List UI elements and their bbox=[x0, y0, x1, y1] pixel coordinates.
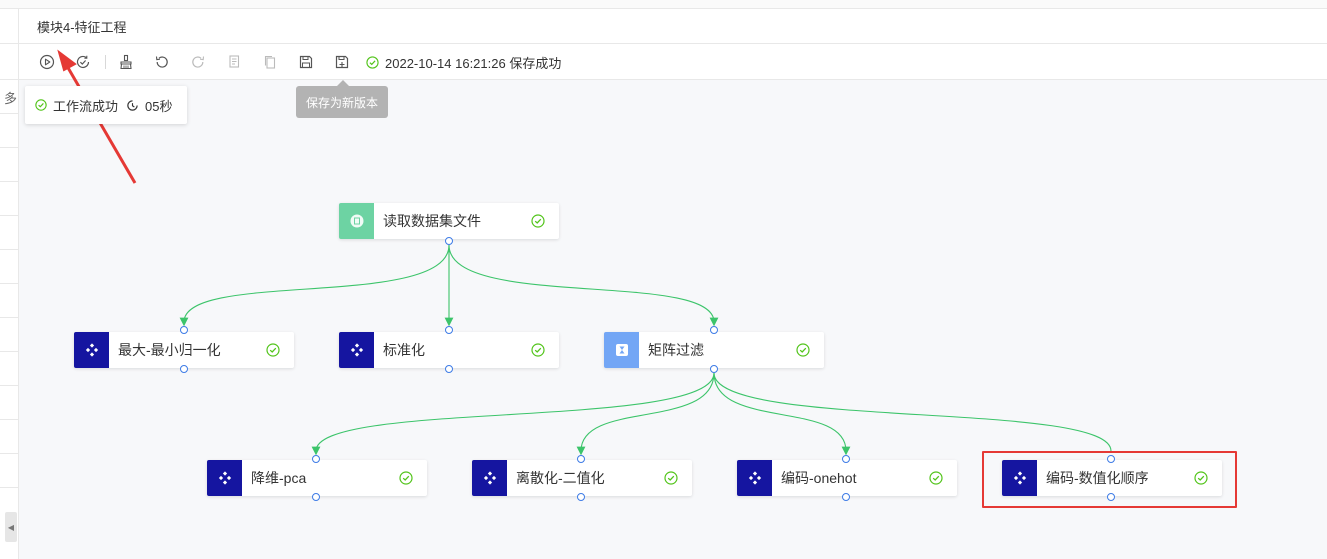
highlight-box bbox=[982, 451, 1237, 508]
node-label: 编码-onehot bbox=[781, 470, 857, 486]
validate-button[interactable] bbox=[74, 53, 92, 71]
run-status-toast: 工作流成功 05秒 bbox=[25, 86, 187, 124]
input-port[interactable] bbox=[312, 455, 320, 463]
output-port[interactable] bbox=[710, 365, 718, 373]
diamond-grid-icon bbox=[207, 460, 242, 496]
left-panel-divider bbox=[0, 249, 18, 250]
node-label: 矩阵过滤 bbox=[648, 342, 704, 358]
run-duration: 05秒 bbox=[145, 98, 173, 114]
undo-icon bbox=[155, 56, 168, 68]
collapse-panel-handle[interactable]: ◀ bbox=[5, 512, 17, 542]
node-label: 编码-数值化顺序 bbox=[1046, 470, 1149, 486]
hourglass-icon bbox=[604, 332, 639, 368]
success-check-icon bbox=[266, 343, 280, 357]
output-port[interactable] bbox=[577, 493, 585, 501]
input-port[interactable] bbox=[710, 326, 718, 334]
node-label: 读取数据集文件 bbox=[383, 213, 481, 229]
success-check-icon bbox=[664, 471, 678, 485]
save-button[interactable] bbox=[297, 53, 315, 71]
input-port[interactable] bbox=[842, 455, 850, 463]
left-panel-divider bbox=[0, 283, 18, 284]
diamond-grid-icon bbox=[1002, 460, 1037, 496]
save-as-version-tooltip: 保存为新版本 bbox=[296, 80, 388, 118]
undo-button[interactable] bbox=[153, 53, 171, 71]
left-panel-divider bbox=[0, 351, 18, 352]
left-panel-divider bbox=[0, 147, 18, 148]
diamond-grid-icon bbox=[339, 332, 374, 368]
left-panel: 多 bbox=[0, 80, 19, 559]
node-label: 标准化 bbox=[383, 342, 425, 358]
diamond-grid-icon bbox=[472, 460, 507, 496]
toolbar-separator bbox=[105, 55, 106, 69]
success-check-icon bbox=[531, 343, 545, 357]
output-port[interactable] bbox=[312, 493, 320, 501]
node-ordinal-encode[interactable]: 编码-数值化顺序 bbox=[1002, 460, 1222, 496]
run-button[interactable] bbox=[38, 53, 56, 71]
output-port[interactable] bbox=[445, 237, 453, 245]
redo-button[interactable] bbox=[189, 53, 207, 71]
clear-brush-icon bbox=[120, 54, 132, 70]
output-port[interactable] bbox=[842, 493, 850, 501]
save-as-version-icon bbox=[335, 55, 349, 69]
input-port[interactable] bbox=[180, 326, 188, 334]
node-onehot[interactable]: 编码-onehot bbox=[737, 460, 957, 496]
title-bar: 模块4-特征工程 bbox=[0, 9, 1327, 44]
node-read-dataset-file[interactable]: 读取数据集文件 bbox=[339, 203, 559, 239]
node-label: 离散化-二值化 bbox=[516, 470, 605, 486]
top-strip bbox=[0, 0, 1327, 9]
paste-icon bbox=[264, 55, 276, 69]
output-port[interactable] bbox=[445, 365, 453, 373]
node-binarize[interactable]: 离散化-二值化 bbox=[472, 460, 692, 496]
success-check-icon bbox=[399, 471, 413, 485]
left-panel-divider bbox=[0, 181, 18, 182]
file-icon bbox=[339, 203, 374, 239]
title-gutter bbox=[0, 9, 19, 43]
toolbar-gutter bbox=[0, 44, 19, 79]
left-panel-text-fragment: 多 bbox=[4, 91, 18, 106]
input-port[interactable] bbox=[445, 326, 453, 334]
node-label: 降维-pca bbox=[251, 470, 307, 486]
node-minmax-normalize[interactable]: 最大-最小归一化 bbox=[74, 332, 294, 368]
clear-button[interactable] bbox=[117, 53, 135, 71]
left-panel-divider bbox=[0, 453, 18, 454]
diamond-grid-icon bbox=[737, 460, 772, 496]
refresh-check-icon bbox=[76, 55, 90, 68]
diamond-grid-icon bbox=[74, 332, 109, 368]
left-panel-divider bbox=[0, 113, 18, 114]
copy-button[interactable] bbox=[225, 53, 243, 71]
save-status: 2022-10-14 16:21:26 保存成功 bbox=[366, 53, 561, 71]
run-status-text: 工作流成功 bbox=[53, 98, 119, 114]
left-panel-divider bbox=[0, 385, 18, 386]
left-panel-divider bbox=[0, 317, 18, 318]
run-icon bbox=[39, 54, 55, 70]
input-port[interactable] bbox=[577, 455, 585, 463]
success-check-icon bbox=[35, 99, 47, 111]
success-check-icon bbox=[796, 343, 810, 357]
toolbar: 2022-10-14 16:21:26 保存成功 bbox=[0, 44, 1327, 80]
paste-button[interactable] bbox=[261, 53, 279, 71]
input-port[interactable] bbox=[1107, 455, 1115, 463]
success-check-icon bbox=[1194, 471, 1208, 485]
node-pca[interactable]: 降维-pca bbox=[207, 460, 427, 496]
left-panel-divider bbox=[0, 215, 18, 216]
output-port[interactable] bbox=[1107, 493, 1115, 501]
success-check-icon bbox=[366, 55, 379, 69]
copy-icon bbox=[229, 55, 240, 68]
page-title: 模块4-特征工程 bbox=[37, 20, 127, 35]
save-status-text: 2022-10-14 16:21:26 保存成功 bbox=[385, 55, 562, 71]
output-port[interactable] bbox=[180, 365, 188, 373]
node-matrix-filter[interactable]: 矩阵过滤 bbox=[604, 332, 824, 368]
node-standardize[interactable]: 标准化 bbox=[339, 332, 559, 368]
success-check-icon bbox=[929, 471, 943, 485]
save-as-version-button[interactable] bbox=[333, 53, 351, 71]
save-icon bbox=[299, 55, 313, 69]
success-check-icon bbox=[531, 214, 545, 228]
node-label: 最大-最小归一化 bbox=[118, 342, 221, 358]
left-panel-divider bbox=[0, 419, 18, 420]
left-panel-divider bbox=[0, 487, 18, 488]
timer-icon bbox=[127, 99, 138, 111]
redo-icon bbox=[192, 56, 205, 68]
